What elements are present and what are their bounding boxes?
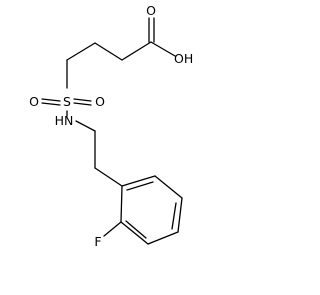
bond-n-c5 — [75, 120, 96, 132]
ring-bond-6 — [120, 185, 123, 223]
carbonyl-oxygen-label: O — [146, 3, 156, 18]
sulfonyl-oxygen-left-label: O — [29, 94, 39, 109]
amine-label: HN — [55, 113, 74, 128]
bond-c2-c3 — [94, 42, 123, 61]
ring-inner-bond-2 — [171, 202, 177, 230]
bond-s-o-right-a — [73, 98, 92, 102]
ring-bond-1 — [121, 175, 156, 187]
bond-s-o-left-b — [41, 102, 61, 106]
ring-bond-3 — [177, 197, 183, 233]
bond-c3-c4 — [66, 42, 96, 61]
bond-c1-oh — [150, 41, 176, 57]
ring-bond-5 — [120, 221, 149, 245]
bond-ring-f — [103, 221, 122, 237]
sulfur-label: S — [63, 94, 71, 109]
structure-diagram: O OH O S O HN F — [29, 3, 193, 249]
bond-s-o-right-b — [73, 102, 92, 106]
hydroxyl-label: OH — [174, 51, 193, 66]
ring-inner-bond-1 — [126, 181, 154, 191]
sulfonyl-oxygen-right-label: O — [95, 94, 105, 109]
ring-inner-bond-3 — [125, 220, 147, 239]
ring-bond-2 — [154, 175, 183, 199]
bond-c6-ring — [94, 167, 123, 187]
bond-c1-c2 — [121, 41, 152, 61]
ring-bond-4 — [147, 231, 179, 245]
fluorine-label: F — [94, 234, 101, 249]
bond-s-o-left-a — [41, 98, 61, 102]
